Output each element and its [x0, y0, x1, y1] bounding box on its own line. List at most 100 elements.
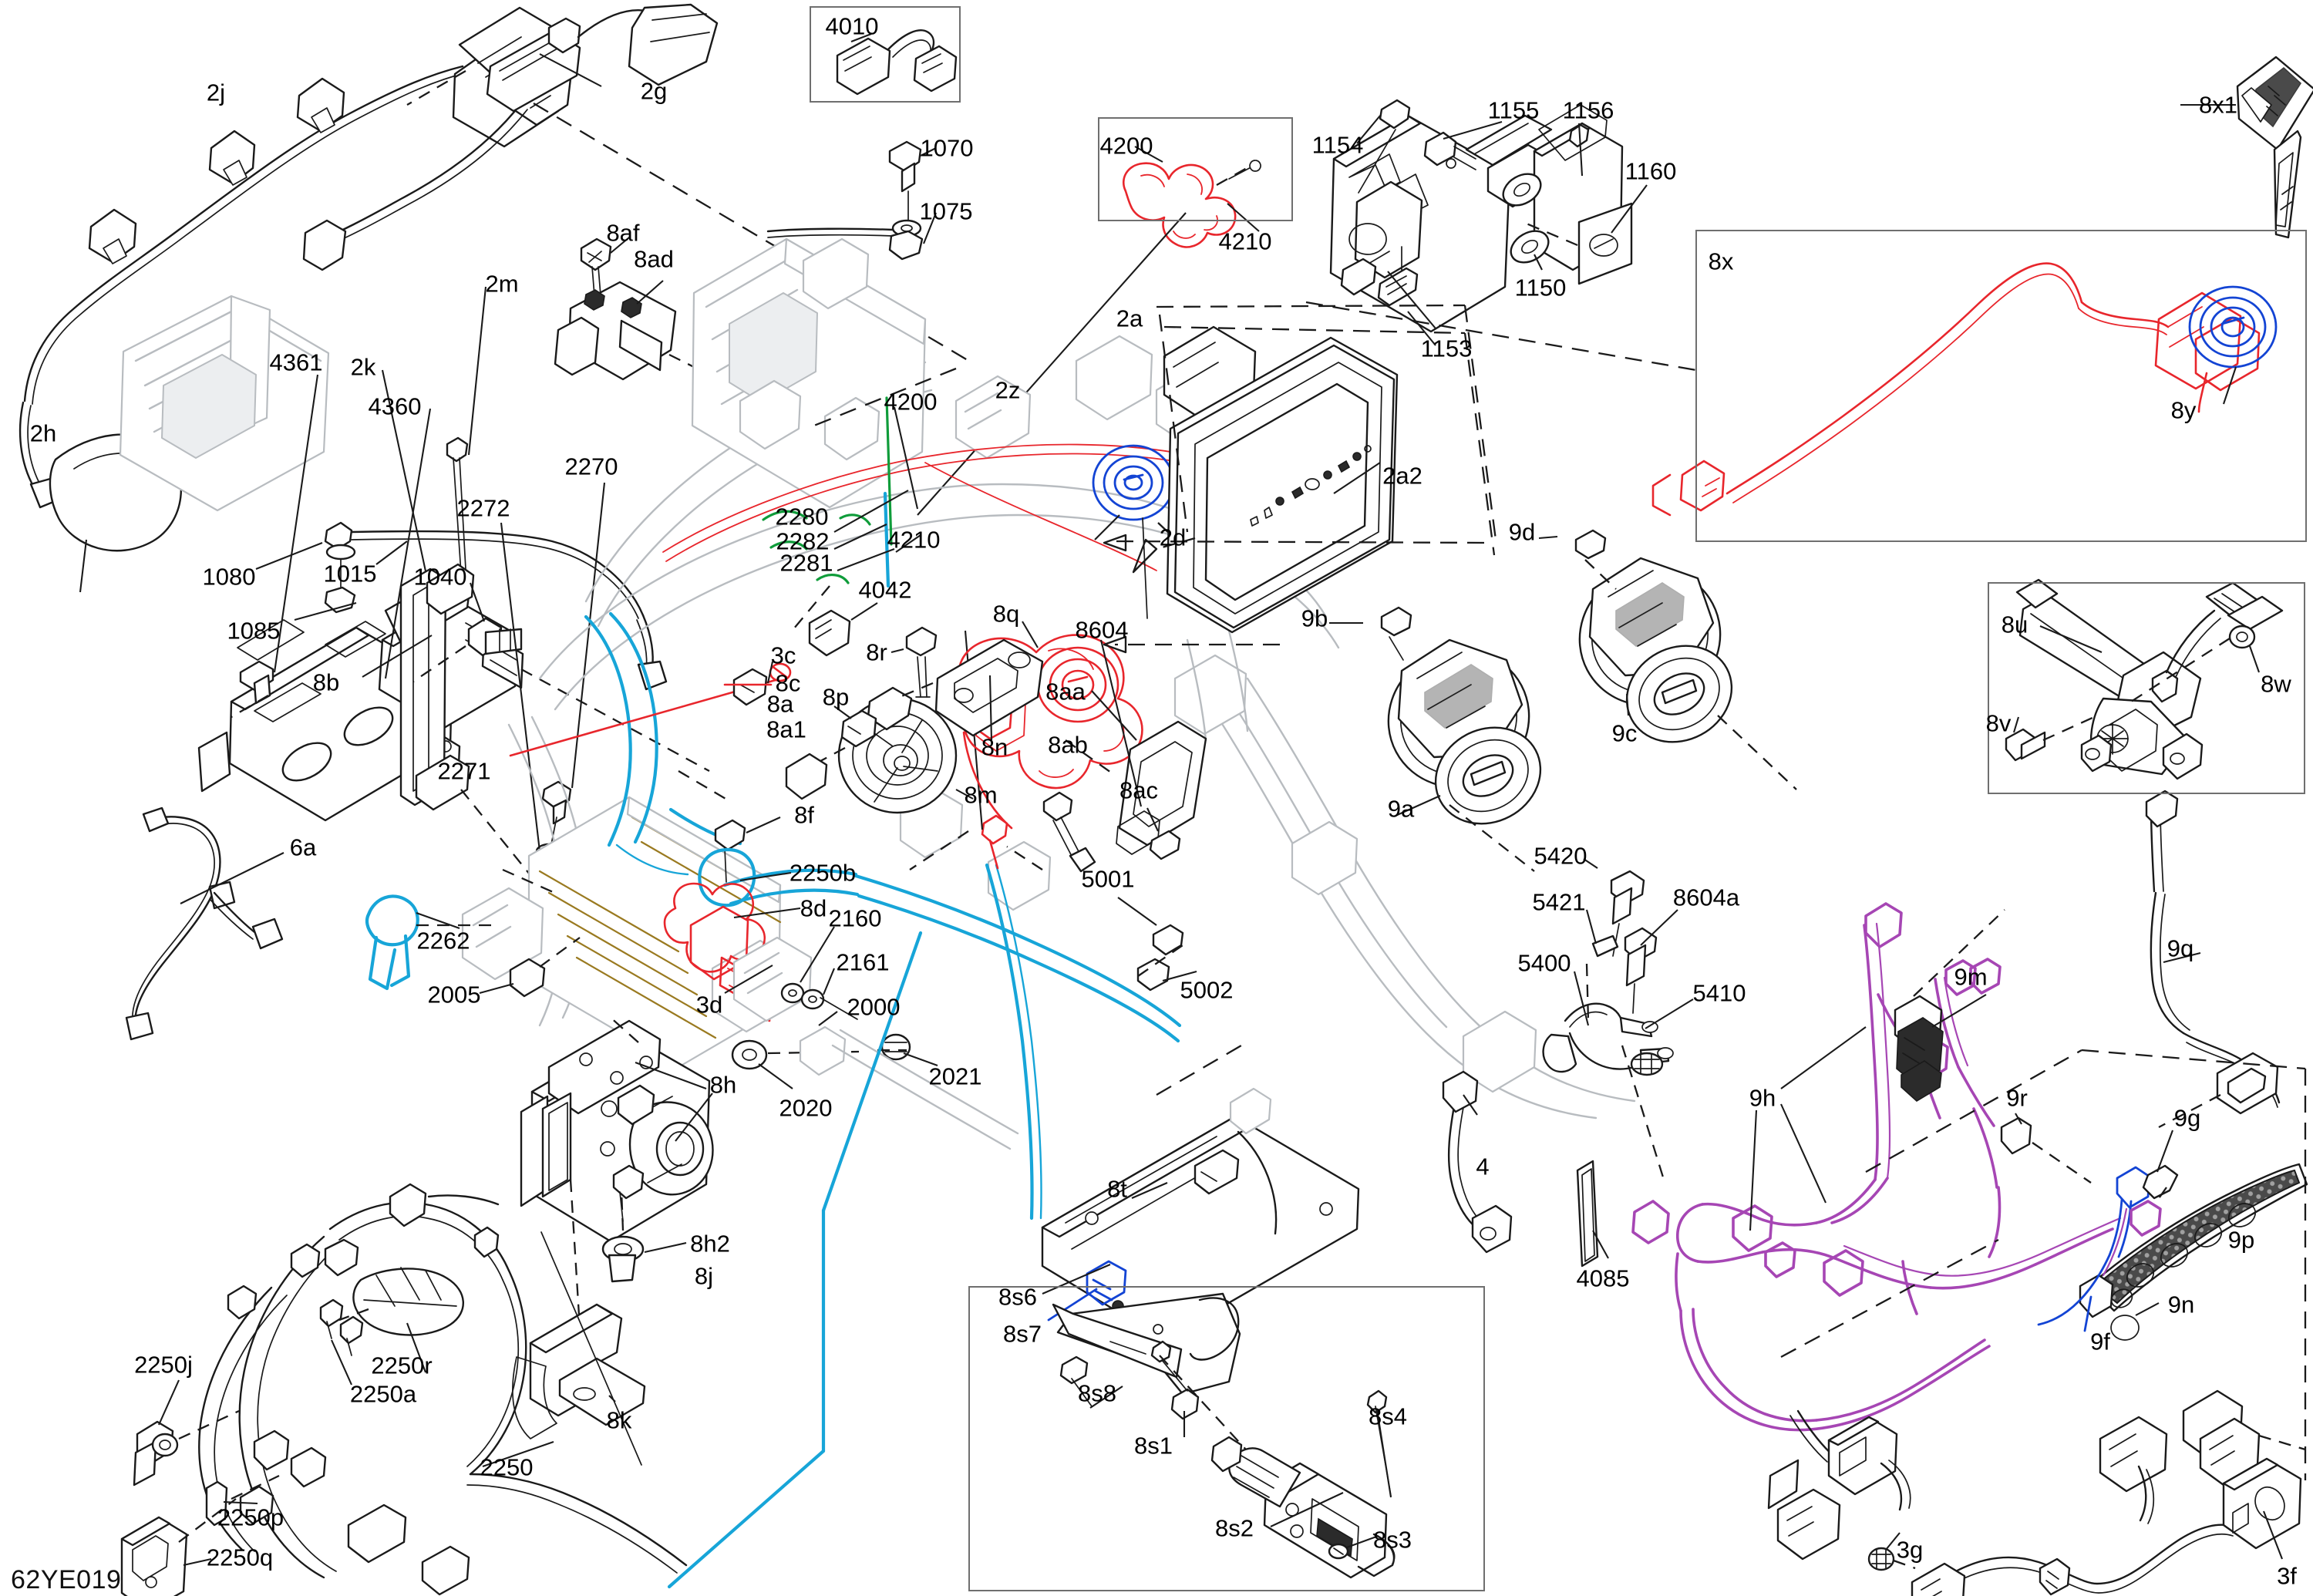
- callout-2280: 2280: [775, 503, 829, 530]
- callout-2m: 2m: [485, 270, 519, 298]
- callout-8s1: 8s1: [1134, 1432, 1173, 1460]
- callout-1040: 1040: [413, 563, 467, 591]
- fitting-1040: [412, 582, 523, 682]
- callout-2250q: 2250q: [206, 1544, 274, 1571]
- ground-strap-5400: [1542, 858, 1694, 1180]
- callout-3c: 3c: [770, 641, 796, 669]
- callout-8s8: 8s8: [1078, 1379, 1116, 1407]
- rail-8b: [362, 563, 475, 811]
- callout-8604a: 8604a: [1672, 884, 1740, 911]
- inset-2250-art: [120, 1183, 688, 1596]
- callout-2020: 2020: [779, 1094, 833, 1122]
- harness-3f: [1767, 1389, 2306, 1596]
- callout-5001: 5001: [1081, 865, 1135, 893]
- callout-8n: 8n: [981, 733, 1008, 761]
- callout-8s7: 8s7: [1003, 1320, 1042, 1348]
- callout-2250p: 2250p: [217, 1503, 284, 1531]
- callout-2250r: 2250r: [371, 1352, 433, 1379]
- callout-8p: 8p: [822, 683, 850, 711]
- callout-1150: 1150: [1514, 274, 1567, 301]
- red-module-2d: [958, 444, 1280, 873]
- callout-8a1: 8a1: [766, 716, 806, 743]
- callout-3g: 3g: [1896, 1536, 1924, 1564]
- callout-8ac: 8ac: [1119, 776, 1158, 804]
- callout-8ad: 8ad: [634, 245, 674, 273]
- callout-2250: 2250: [480, 1453, 534, 1481]
- ignition-switch-8y: [2188, 285, 2278, 405]
- callout-9d: 9d: [1508, 518, 1536, 546]
- callout-3f: 3f: [2277, 1562, 2297, 1590]
- door-actuator-8s2: [1210, 1389, 1396, 1579]
- callout-8s3: 8s3: [1373, 1526, 1412, 1554]
- inset-8s-art: [1052, 1292, 1396, 1579]
- callout-9f: 9f: [2090, 1328, 2110, 1355]
- callout-8x1: 8x1: [2199, 91, 2237, 119]
- callout-8h: 8h: [709, 1071, 737, 1099]
- callout-5420: 5420: [1534, 842, 1587, 870]
- callout-8u: 8u: [2001, 611, 2029, 638]
- callout-9m: 9m: [1954, 963, 1988, 991]
- harness-2j: [19, 3, 972, 593]
- callout-1156: 1156: [1562, 96, 1614, 124]
- callout-1160: 1160: [1624, 157, 1677, 185]
- callout-2250b: 2250b: [789, 859, 857, 887]
- callout-2h: 2h: [29, 419, 57, 447]
- callout-1075: 1075: [919, 197, 973, 225]
- display-2a2: [1103, 304, 1497, 634]
- leaders-2280: [789, 406, 921, 635]
- callout-8v: 8v: [1985, 709, 2012, 737]
- callout-8d: 8d: [800, 894, 827, 922]
- callout-5421: 5421: [1532, 888, 1586, 916]
- callout-2282: 2282: [776, 527, 830, 555]
- harness-9h-purple: [1631, 902, 2122, 1432]
- callout-8aa: 8aa: [1045, 678, 1086, 705]
- callout-9g: 9g: [2173, 1104, 2201, 1132]
- callout-2160: 2160: [828, 904, 882, 932]
- callout-2161: 2161: [836, 948, 890, 976]
- callout-5002: 5002: [1180, 976, 1234, 1004]
- callout-8r: 8r: [866, 638, 887, 666]
- callout-8af: 8af: [606, 219, 640, 247]
- callout-2d: 2d: [1159, 524, 1187, 551]
- callout-9h: 9h: [1749, 1084, 1776, 1112]
- speaker-9c: [1538, 529, 1797, 790]
- tail-light-9p: [1780, 1049, 2308, 1480]
- callout-2270: 2270: [564, 453, 618, 480]
- callout-1070: 1070: [920, 134, 974, 162]
- callout-3d: 3d: [695, 991, 723, 1019]
- sensor-8ad: [554, 237, 818, 430]
- callout-9b: 9b: [1301, 604, 1328, 632]
- callout-8s4: 8s4: [1369, 1402, 1407, 1430]
- callout-2272: 2272: [456, 494, 510, 522]
- harness-9q: [2145, 790, 2281, 1129]
- callout-8h2: 8h2: [690, 1230, 730, 1258]
- callout-4200: 4200: [1099, 132, 1153, 160]
- inset-box-4010: [810, 6, 961, 103]
- callout-9n: 9n: [2167, 1291, 2195, 1318]
- callout-8f: 8f: [794, 801, 814, 829]
- inset-box-4200: [1098, 117, 1293, 221]
- fasteners-1070-1075: [766, 140, 937, 261]
- callout-1080: 1080: [202, 563, 256, 591]
- callout-5410: 5410: [1692, 979, 1746, 1007]
- module-2h: [119, 295, 330, 512]
- module-8d: [365, 807, 1197, 1026]
- callout-9c: 9c: [1611, 719, 1638, 747]
- callout-8s6: 8s6: [998, 1283, 1037, 1311]
- callout-1155: 1155: [1487, 96, 1540, 124]
- callout-2g: 2g: [640, 77, 668, 105]
- callout-4010: 4010: [825, 12, 879, 40]
- callout-8w: 8w: [2261, 670, 2291, 698]
- inset-8u-art: [2005, 578, 2284, 780]
- callout-2005: 2005: [427, 981, 481, 1008]
- key-8x1: [2180, 56, 2313, 239]
- callout-4361: 4361: [269, 348, 323, 376]
- small-parts-3c-8r: [723, 602, 938, 706]
- callout-2a: 2a: [1116, 305, 1143, 332]
- callout-2281: 2281: [779, 549, 833, 577]
- inset-box-8s: [968, 1286, 1485, 1591]
- callout-9q: 9q: [2167, 934, 2194, 962]
- callout-1154: 1154: [1311, 131, 1364, 159]
